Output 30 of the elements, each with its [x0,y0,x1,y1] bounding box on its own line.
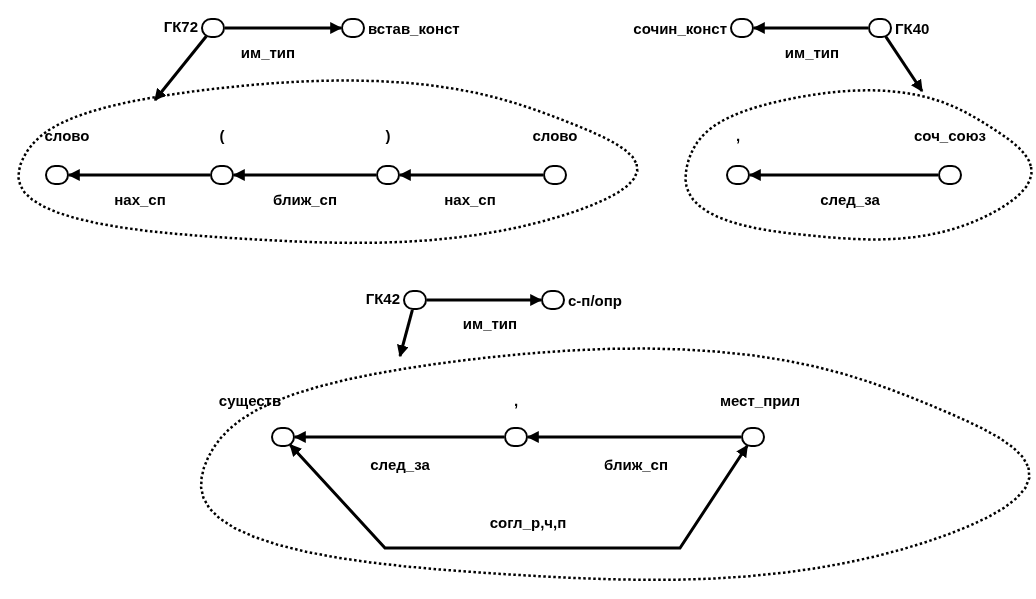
node-label: , [513,392,519,408]
node-label: ГК42 [365,290,400,306]
node-label: ГК40 [895,20,930,36]
node-label: ГК72 [163,18,198,34]
arrow [67,169,210,181]
node-label: слово [44,127,90,143]
arrow [153,35,208,101]
arrow [293,431,504,443]
node-label: с-п/опр [568,292,622,308]
node-label: ) [385,127,391,143]
node-label: сочин_конст [633,20,727,36]
node-label: соч_союз [914,127,986,143]
node-label: слово [532,127,578,143]
arrow [397,309,414,358]
arrow [398,169,543,181]
node-label: ( [219,127,225,143]
arrow [752,22,868,34]
arrow [526,431,741,443]
arrow [427,294,543,306]
arrow [225,22,343,34]
arrow [232,169,376,181]
arrow [289,443,749,550]
node-label: , [735,127,741,143]
edge-label: ближ_сп [271,191,339,207]
arrow [748,169,938,181]
node-label: существ [218,392,282,408]
node-label: встав_конст [368,20,460,36]
arrow [884,35,924,92]
node-label: мест_прил [719,392,801,408]
edge-label: ближ_сп [602,456,670,472]
